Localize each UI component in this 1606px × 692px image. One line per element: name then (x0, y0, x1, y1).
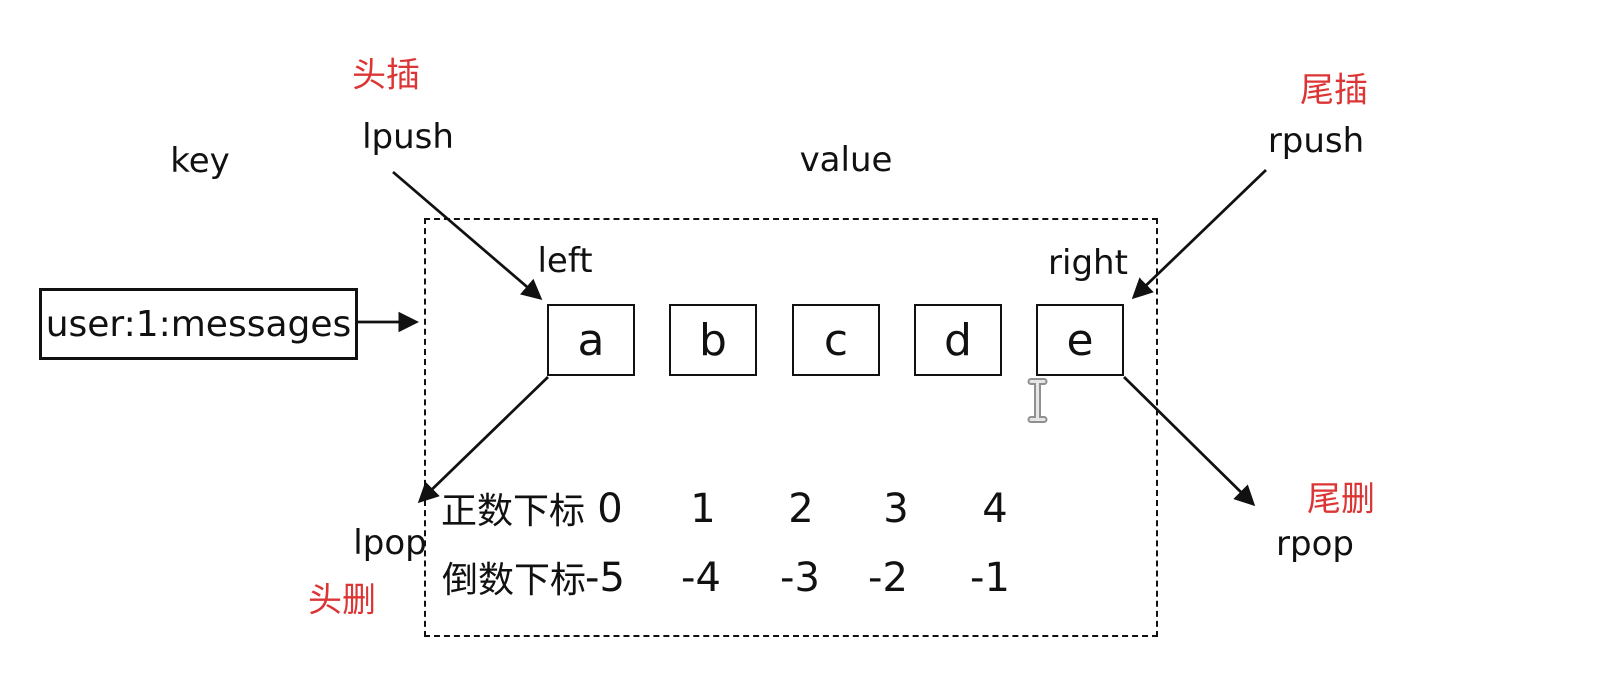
value-label: value (799, 140, 893, 180)
right-end-label: right (1048, 243, 1128, 283)
positive-index-0: 0 (597, 486, 623, 532)
rpop-label: rpop (1276, 524, 1354, 564)
list-cell-3: d (914, 304, 1002, 376)
list-cell-4-value: e (1066, 314, 1094, 366)
lpop-label: lpop (353, 523, 427, 563)
positive-index-1: 1 (690, 486, 716, 532)
tail-delete-annotation: 尾删 (1307, 479, 1375, 520)
lpush-label: lpush (362, 117, 454, 157)
negative-index-2: -3 (780, 555, 820, 601)
list-cell-0-value: a (577, 314, 605, 366)
negative-index-3: -2 (868, 555, 908, 601)
negative-index-1: -4 (681, 555, 721, 601)
head-delete-annotation: 头删 (308, 580, 376, 621)
list-cell-2-value: c (823, 314, 849, 366)
positive-index-2: 2 (788, 486, 814, 532)
list-cell-1: b (669, 304, 757, 376)
tail-insert-annotation: 尾插 (1300, 70, 1368, 111)
key-value-box: user:1:messages (39, 288, 358, 360)
rpush-label: rpush (1267, 121, 1365, 161)
negative-index-4: -1 (970, 555, 1010, 601)
list-cell-0: a (547, 304, 635, 376)
list-cell-1-value: b (699, 314, 727, 366)
positive-index-row-label: 正数下标 (441, 491, 586, 532)
key-name-text: user:1:messages (45, 303, 352, 345)
head-insert-annotation: 头插 (352, 55, 420, 96)
key-label: key (170, 141, 230, 181)
negative-index-row-label: 倒数下标 (442, 560, 587, 601)
list-cell-2: c (792, 304, 880, 376)
list-cell-3-value: d (944, 314, 972, 366)
left-end-label: left (537, 241, 593, 281)
positive-index-4: 4 (982, 486, 1008, 532)
list-cell-4: e (1036, 304, 1124, 376)
positive-index-3: 3 (883, 486, 909, 532)
negative-index-0: -5 (585, 555, 625, 601)
